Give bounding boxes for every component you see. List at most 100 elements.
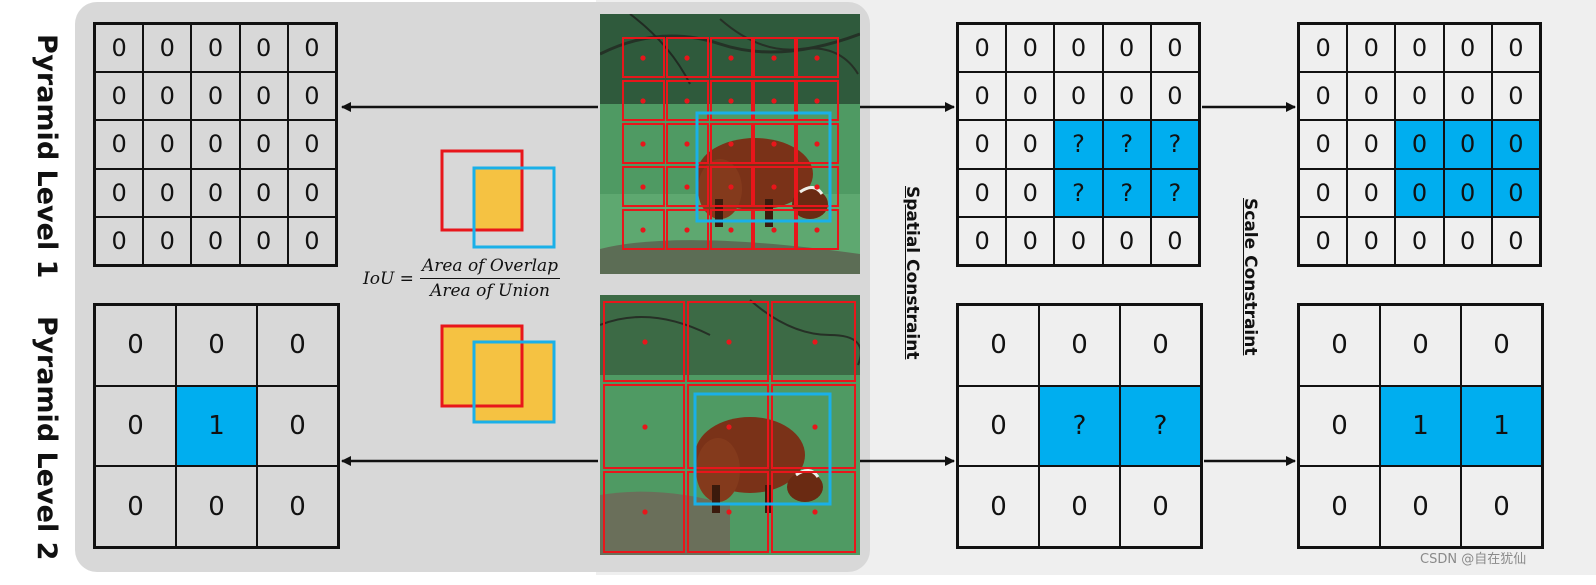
grid-cell: ?	[1102, 120, 1151, 169]
grid-cell: 0	[1347, 216, 1396, 265]
grid-cell: 0	[176, 305, 257, 386]
level1-anchor-grid	[622, 37, 839, 250]
grid-cell: 0	[1299, 24, 1348, 73]
grid-cell: 0	[958, 216, 1007, 265]
grid-cell: 0	[1150, 24, 1199, 73]
grid-cell: 0	[1443, 168, 1492, 217]
grid-cell: 0	[143, 120, 192, 169]
grid-cell: 0	[1299, 72, 1348, 121]
level2-gt-box	[693, 392, 832, 506]
grid-cell: ?	[1054, 120, 1103, 169]
grid-cell: ?	[1150, 168, 1199, 217]
grid-cell: 0	[287, 120, 336, 169]
grid-cell: 0	[287, 72, 336, 121]
watermark-text: CSDN @自在犹仙	[1420, 552, 1527, 567]
grid-cell: 0	[1299, 168, 1348, 217]
grid-cell: 0	[287, 216, 336, 265]
grid-cell: ?	[1054, 168, 1103, 217]
iou-denominator: Area of Union	[430, 281, 550, 301]
grid-cell: 0	[257, 385, 338, 467]
grid-cell: 0	[176, 466, 257, 547]
grid-cell: 0	[1443, 120, 1492, 169]
grid-cell: 0	[1380, 305, 1461, 386]
grid-cell: 0	[958, 24, 1007, 73]
grid-cell: 0	[1395, 24, 1444, 73]
grid-cell: 0	[239, 72, 288, 121]
grid-cell: 0	[958, 168, 1007, 217]
level2-anchor-centers	[642, 339, 818, 515]
grid-cell: 0	[1120, 466, 1201, 547]
iou-large-overlap-icon	[440, 324, 556, 424]
grid-cell: 0	[1054, 24, 1103, 73]
grid-cell: 0	[1039, 305, 1120, 386]
grid-cell: ?	[1150, 120, 1199, 169]
grid-cell: 0	[191, 120, 240, 169]
grid-cell: 0	[287, 24, 336, 73]
grid-cell: 0	[257, 305, 338, 386]
grid-cell: 0	[95, 216, 144, 265]
grid-cell: 0	[95, 120, 144, 169]
grid-cell: 0	[95, 466, 176, 547]
iou-fraction: Area of Overlap Area of Union	[419, 256, 561, 301]
grid-cell: 0	[1006, 24, 1055, 73]
grid-cell: 0	[1395, 168, 1444, 217]
grid-cell: 0	[1006, 216, 1055, 265]
grid-cell: 0	[1491, 168, 1540, 217]
grid-cell: 0	[1299, 216, 1348, 265]
grid-cell: 0	[239, 168, 288, 217]
grid-cell: 0	[1299, 305, 1380, 386]
grid-cell: 0	[1443, 216, 1492, 265]
grid-cell: 0	[958, 385, 1039, 467]
grid-cell: 0	[239, 24, 288, 73]
grid-cell: 0	[1006, 72, 1055, 121]
grid-cell: 0	[239, 120, 288, 169]
grid-cell: 0	[257, 466, 338, 547]
grid-cell: 0	[958, 120, 1007, 169]
grid-cell: 0	[1102, 72, 1151, 121]
iou-formula: IoU = Area of Overlap Area of Union	[363, 256, 561, 301]
grid-cell: 0	[191, 24, 240, 73]
grid-cell: 0	[1299, 120, 1348, 169]
grid-cell: 0	[1380, 466, 1461, 547]
grid-cell: 0	[1006, 120, 1055, 169]
grid-cell: 1	[1461, 385, 1542, 467]
iou-numerator: Area of Overlap	[419, 256, 561, 279]
grid-cell: 0	[958, 72, 1007, 121]
grid-cell: 0	[191, 168, 240, 217]
grid-cell: 0	[95, 305, 176, 386]
grid-cell: 0	[1102, 216, 1151, 265]
grid-cell: 0	[143, 216, 192, 265]
grid-cell: 0	[143, 72, 192, 121]
grid-cell: 0	[95, 24, 144, 73]
grid-cell: 0	[1395, 216, 1444, 265]
grid-cell: 0	[1347, 24, 1396, 73]
grid-cell: 0	[1006, 168, 1055, 217]
grid-cell: 0	[1443, 24, 1492, 73]
grid-cell: 0	[143, 24, 192, 73]
grid-cell: ?	[1039, 385, 1120, 467]
grid-cell: 0	[1039, 466, 1120, 547]
level1-anchor-centers	[640, 55, 820, 233]
grid-cell: 0	[1054, 216, 1103, 265]
iou-small-overlap-icon	[440, 149, 556, 249]
grid-cell: 0	[1347, 120, 1396, 169]
grid-cell: 0	[95, 168, 144, 217]
grid-cell: 0	[239, 216, 288, 265]
grid-cell: 0	[1491, 216, 1540, 265]
iou-formula-lhs: IoU =	[363, 268, 414, 289]
grid-cell: 0	[1299, 385, 1380, 467]
grid-cell: 0	[958, 305, 1039, 386]
grid-cell: 0	[1461, 305, 1542, 386]
grid-cell: 0	[958, 466, 1039, 547]
grid-cell: 0	[1150, 72, 1199, 121]
grid-cell: 0	[95, 72, 144, 121]
grid-cell: 0	[143, 168, 192, 217]
grid-cell: 1	[176, 385, 257, 467]
grid-cell: 0	[1347, 72, 1396, 121]
